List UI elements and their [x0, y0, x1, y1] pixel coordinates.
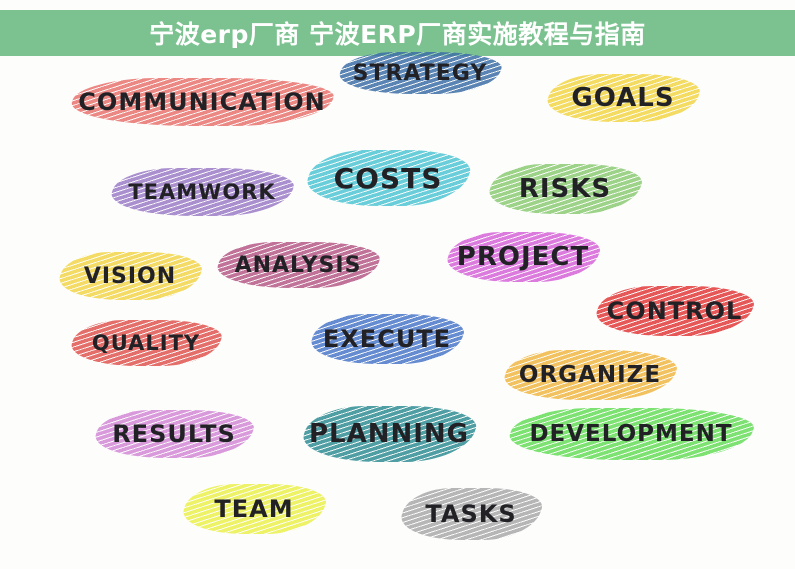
- word-label: Organize: [518, 362, 662, 388]
- word-planning: Planning: [294, 406, 484, 462]
- word-organize: Organize: [496, 350, 684, 400]
- word-label: Control: [606, 297, 743, 325]
- word-quality: Quality: [64, 320, 228, 366]
- title-banner: 宁波erp厂商 宁波ERP厂商实施教程与指南: [0, 10, 795, 56]
- word-development: Development: [501, 408, 761, 460]
- banner-title: 宁波erp厂商 宁波ERP厂商实施教程与指南: [149, 20, 646, 49]
- word-team: Team: [175, 484, 333, 534]
- word-label: Costs: [333, 161, 443, 195]
- word-results: Results: [88, 410, 260, 458]
- word-control: Control: [588, 286, 761, 336]
- word-label: Strategy: [352, 60, 488, 86]
- word-label: Project: [456, 242, 590, 272]
- word-label: Execute: [322, 325, 452, 353]
- word-teamwork: Teamwork: [104, 168, 300, 216]
- word-label: Quality: [91, 331, 201, 355]
- word-label: Tasks: [425, 500, 517, 528]
- word-vision: Vision: [52, 252, 208, 300]
- word-label: Goals: [571, 83, 675, 113]
- word-risks: Risks: [481, 164, 649, 214]
- word-label: Risks: [518, 174, 612, 204]
- word-execute: Execute: [303, 314, 471, 364]
- word-analysis: Analysis: [210, 242, 386, 288]
- word-goals: Goals: [540, 74, 706, 122]
- word-label: Communication: [78, 88, 326, 116]
- word-label: Planning: [308, 419, 470, 449]
- word-tasks: Tasks: [393, 488, 549, 540]
- word-label: Team: [214, 495, 294, 523]
- word-communication: Communication: [64, 78, 340, 126]
- word-project: Project: [439, 232, 607, 282]
- word-costs: Costs: [298, 150, 478, 206]
- word-label: Analysis: [234, 252, 362, 278]
- word-strategy: Strategy: [333, 52, 507, 94]
- word-label: Teamwork: [128, 180, 276, 204]
- word-label: Vision: [83, 263, 177, 289]
- word-label: Results: [112, 420, 236, 448]
- word-label: Development: [529, 421, 733, 447]
